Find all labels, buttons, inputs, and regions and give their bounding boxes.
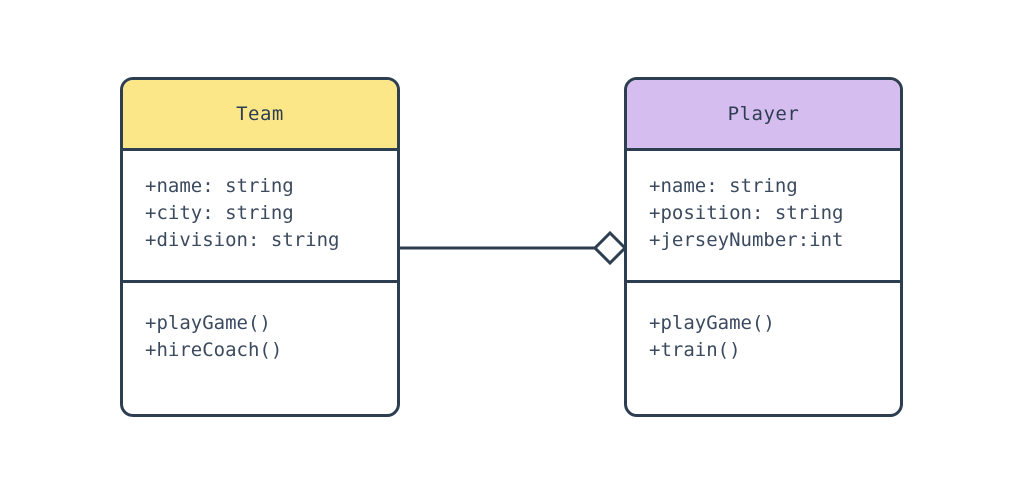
class-header-team: Team	[123, 80, 397, 151]
methods-compartment-team: +playGame() +hireCoach()	[123, 283, 397, 411]
attributes-compartment-player: +name: string +position: string +jerseyN…	[627, 151, 900, 283]
attribute-row: +city: string	[145, 202, 294, 224]
attributes-compartment-team: +name: string +city: string +division: s…	[123, 151, 397, 283]
attribute-row: +division: string	[145, 229, 340, 251]
class-name-player: Player	[727, 102, 800, 125]
method-row: +playGame()	[649, 312, 775, 334]
class-name-team: Team	[236, 102, 284, 125]
method-row: +playGame()	[145, 312, 271, 334]
uml-class-team[interactable]: Team +name: string +city: string +divisi…	[120, 77, 400, 417]
attribute-row: +name: string	[145, 175, 294, 197]
methods-compartment-player: +playGame() +train()	[627, 283, 900, 411]
class-header-player: Player	[627, 80, 900, 151]
attribute-row: +name: string	[649, 175, 798, 197]
attribute-row: +jerseyNumber:int	[649, 229, 844, 251]
method-row: +train()	[649, 339, 741, 361]
relationship-aggregation-team-player[interactable]	[396, 224, 632, 274]
uml-class-player[interactable]: Player +name: string +position: string +…	[624, 77, 903, 417]
aggregation-diamond-icon	[592, 230, 628, 266]
method-row: +hireCoach()	[145, 339, 283, 361]
attribute-row: +position: string	[649, 202, 844, 224]
